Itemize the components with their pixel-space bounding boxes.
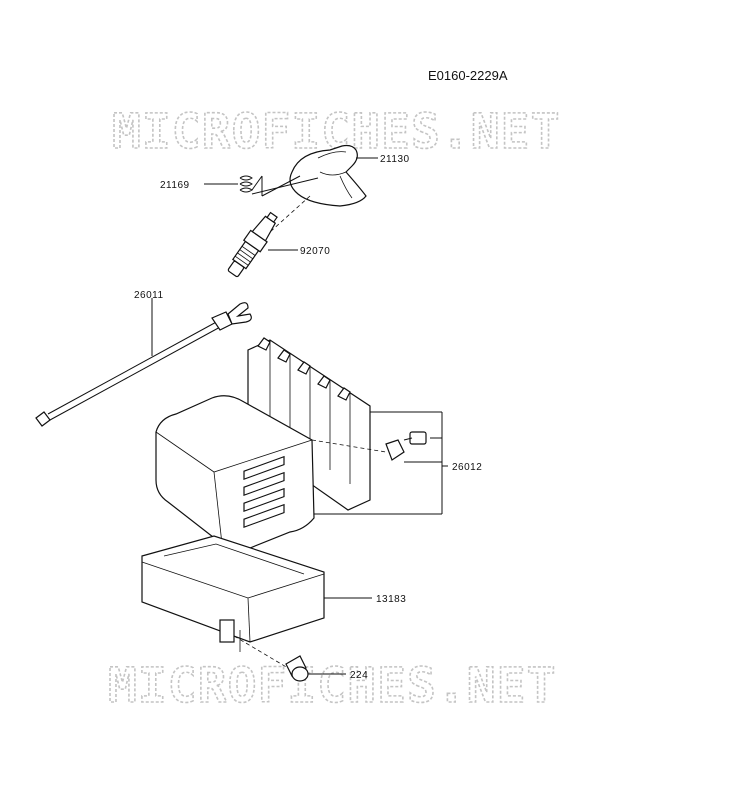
part-label-13183: 13183 (376, 594, 406, 605)
ignition-coil-drawing (155, 337, 448, 550)
part-label-21169: 21169 (160, 180, 190, 191)
screw-drawing (233, 635, 346, 682)
diagram-code: E0160-2229A (428, 68, 508, 83)
part-label-26012: 26012 (452, 462, 482, 473)
part-label-224: 224 (350, 670, 368, 681)
spring-drawing (204, 175, 301, 197)
ignition-wire-drawing (35, 298, 252, 427)
tray-drawing (141, 535, 372, 652)
part-label-26011: 26011 (134, 290, 164, 301)
spark-plug-drawing (227, 211, 278, 278)
part-label-92070: 92070 (300, 246, 330, 257)
part-label-21130: 21130 (380, 154, 410, 165)
watermark-bottom: MICROFICHES.NET (108, 658, 556, 714)
spark-plug-cap-drawing (251, 144, 378, 207)
